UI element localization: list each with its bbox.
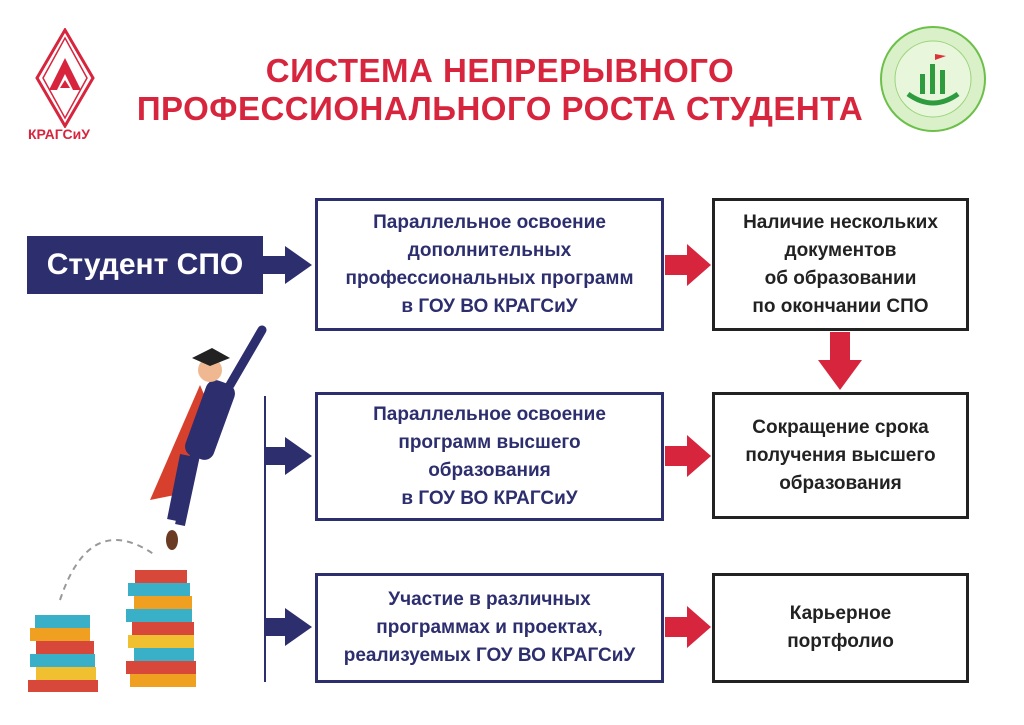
row3-middle-line: Участие в различных: [388, 589, 591, 610]
row2-middle-line: программ высшего: [398, 431, 581, 453]
row1-right-box: Наличие нескольких документов об образов…: [712, 198, 969, 331]
red-arrow-row1: [665, 244, 711, 286]
row3-right-line: портфолио: [787, 631, 894, 652]
row3-middle-box: Участие в различных программах и проекта…: [315, 573, 664, 683]
row2-right-box: Сокращение срока получения высшего образ…: [712, 392, 969, 519]
row2-right-line: образования: [779, 472, 902, 494]
row2-middle-line: Параллельное освоение: [373, 403, 606, 425]
row2-right-line: Сокращение срока: [752, 416, 929, 438]
college-logo-icon: [880, 26, 986, 132]
student-spo-box: Студент СПО: [27, 236, 263, 294]
row1-right-line: Наличие нескольких: [743, 211, 938, 233]
red-arrow-row3: [665, 606, 711, 648]
row2-middle-box: Параллельное освоение программ высшего о…: [315, 392, 664, 521]
row1-right-line: по окончании СПО: [752, 295, 929, 317]
row2-middle-line: в ГОУ ВО КРАГСиУ: [401, 487, 578, 509]
arrow-student-row1: [262, 246, 312, 284]
arrow-row3: [266, 608, 312, 646]
row3-right-box: Карьерное портфолио: [712, 573, 969, 683]
row1-right-line: об образовании: [764, 267, 917, 289]
row1-right-line: документов: [784, 239, 897, 261]
row1-middle-line: в ГОУ ВО КРАГСиУ: [401, 295, 578, 317]
row3-right-line: Карьерное: [789, 603, 892, 624]
red-arrow-down: [818, 332, 862, 390]
row3-middle-line: реализуемых ГОУ ВО КРАГСиУ: [343, 645, 636, 666]
graduate-figure: [150, 325, 267, 550]
row2-right-line: получения высшего: [745, 444, 936, 466]
logo-left-text: КРАГСиУ: [28, 126, 90, 142]
row1-middle-line: профессиональных программ: [345, 267, 634, 289]
books-illustration: [28, 539, 196, 692]
row2-middle-line: образования: [428, 459, 551, 481]
title-line-1: СИСТЕМА НЕПРЕРЫВНОГО: [265, 52, 735, 89]
row3-middle-line: программах и проектах,: [376, 617, 603, 638]
row1-middle-box: Параллельное освоение дополнительных про…: [315, 198, 664, 331]
row1-middle-line: Параллельное освоение: [373, 211, 606, 233]
kragsiu-logo-icon: [35, 28, 95, 128]
row1-middle-line: дополнительных: [407, 239, 572, 261]
arrow-row2: [266, 437, 312, 475]
title-line-2: ПРОФЕССИОНАЛЬНОГО РОСТА СТУДЕНТА: [136, 90, 864, 127]
red-arrow-row2: [665, 435, 711, 477]
